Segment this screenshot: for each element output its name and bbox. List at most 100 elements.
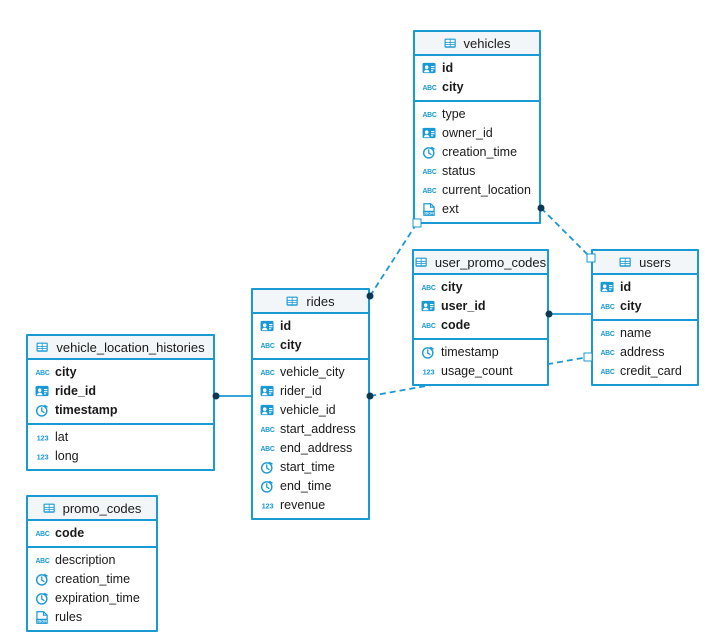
field-label: user_id: [441, 299, 486, 314]
field-label: end_address: [280, 441, 353, 456]
abc-string-icon: ABC: [260, 442, 275, 455]
key-id-icon: [422, 127, 437, 140]
relationship-endpoint-square-rides-to-vehicles-to: [412, 218, 422, 228]
field-row-ride_id[interactable]: ride_id: [28, 382, 213, 401]
field-row-rider_id[interactable]: rider_id: [253, 382, 368, 401]
field-label: current_location: [442, 183, 531, 198]
table-header-vehicles[interactable]: vehicles: [415, 32, 539, 56]
field-row-expiration_time[interactable]: expiration_time: [28, 589, 156, 608]
svg-text:JSON: JSON: [36, 619, 47, 624]
field-row-id[interactable]: id: [253, 317, 368, 336]
field-label: start_time: [280, 460, 335, 475]
svg-text:123: 123: [262, 501, 274, 510]
field-row-end_time[interactable]: end_time: [253, 477, 368, 496]
table-name-label: promo_codes: [62, 500, 142, 516]
field-label: revenue: [280, 498, 326, 513]
field-row-end_address[interactable]: ABC end_address: [253, 439, 368, 458]
table-name-label: rides: [306, 293, 335, 309]
field-row-city[interactable]: ABC city: [28, 363, 213, 382]
abc-string-icon: ABC: [35, 366, 50, 379]
field-row-id[interactable]: id: [593, 278, 697, 297]
123-number-icon: 123: [35, 431, 50, 444]
field-row-vehicle_id[interactable]: vehicle_id: [253, 401, 368, 420]
abc-string-icon: ABC: [35, 554, 50, 567]
svg-text:ABC: ABC: [421, 285, 435, 292]
table-grid-icon: [286, 295, 300, 308]
abc-string-icon: ABC: [422, 108, 437, 121]
abc-string-icon: ABC: [422, 81, 437, 94]
field-row-status[interactable]: ABC status: [415, 162, 539, 181]
table-header-user_promo_codes[interactable]: user_promo_codes: [414, 251, 547, 275]
field-row-user_id[interactable]: user_id: [414, 297, 547, 316]
field-row-timestamp[interactable]: timestamp: [28, 401, 213, 420]
abc-string-icon: ABC: [422, 184, 437, 197]
field-row-ext[interactable]: JSON ext: [415, 200, 539, 219]
json-document-icon: JSON: [422, 203, 437, 216]
field-label: city: [280, 338, 302, 353]
field-label: id: [620, 280, 632, 295]
abc-string-icon: ABC: [600, 300, 615, 313]
field-label: timestamp: [55, 403, 118, 418]
field-row-revenue[interactable]: 123 revenue: [253, 496, 368, 515]
field-row-start_time[interactable]: start_time: [253, 458, 368, 477]
table-header-vehicle_location_histories[interactable]: vehicle_location_histories: [28, 336, 213, 360]
table-name-label: vehicles: [463, 35, 511, 51]
table-name-label: user_promo_codes: [434, 254, 547, 270]
field-label: city: [442, 80, 464, 95]
field-row-timestamp[interactable]: timestamp: [414, 343, 547, 362]
clock-timestamp-icon: [35, 404, 50, 417]
svg-text:ABC: ABC: [600, 304, 614, 311]
abc-string-icon: ABC: [600, 365, 615, 378]
field-row-current_location[interactable]: ABC current_location: [415, 181, 539, 200]
svg-text:ABC: ABC: [422, 169, 436, 176]
field-label: status: [442, 164, 476, 179]
table-name-label: vehicle_location_histories: [56, 339, 205, 355]
table-header-users[interactable]: users: [593, 251, 697, 275]
table-header-promo_codes[interactable]: promo_codes: [28, 497, 156, 521]
field-row-city[interactable]: ABC city: [415, 78, 539, 97]
field-row-id[interactable]: id: [415, 59, 539, 78]
field-row-creation_time[interactable]: creation_time: [415, 143, 539, 162]
svg-text:ABC: ABC: [35, 370, 49, 377]
abc-string-icon: ABC: [35, 527, 50, 540]
svg-text:ABC: ABC: [260, 370, 274, 377]
field-label: type: [442, 107, 466, 122]
123-number-icon: 123: [35, 450, 50, 463]
field-row-owner_id[interactable]: owner_id: [415, 124, 539, 143]
field-label: name: [620, 326, 652, 341]
field-label: city: [55, 365, 77, 380]
table-header-rides[interactable]: rides: [253, 290, 368, 314]
abc-string-icon: ABC: [422, 165, 437, 178]
field-row-type[interactable]: ABC type: [415, 105, 539, 124]
clock-timestamp-icon: [35, 573, 50, 586]
field-row-creation_time[interactable]: creation_time: [28, 570, 156, 589]
field-label: start_address: [280, 422, 356, 437]
field-label: ext: [442, 202, 459, 217]
